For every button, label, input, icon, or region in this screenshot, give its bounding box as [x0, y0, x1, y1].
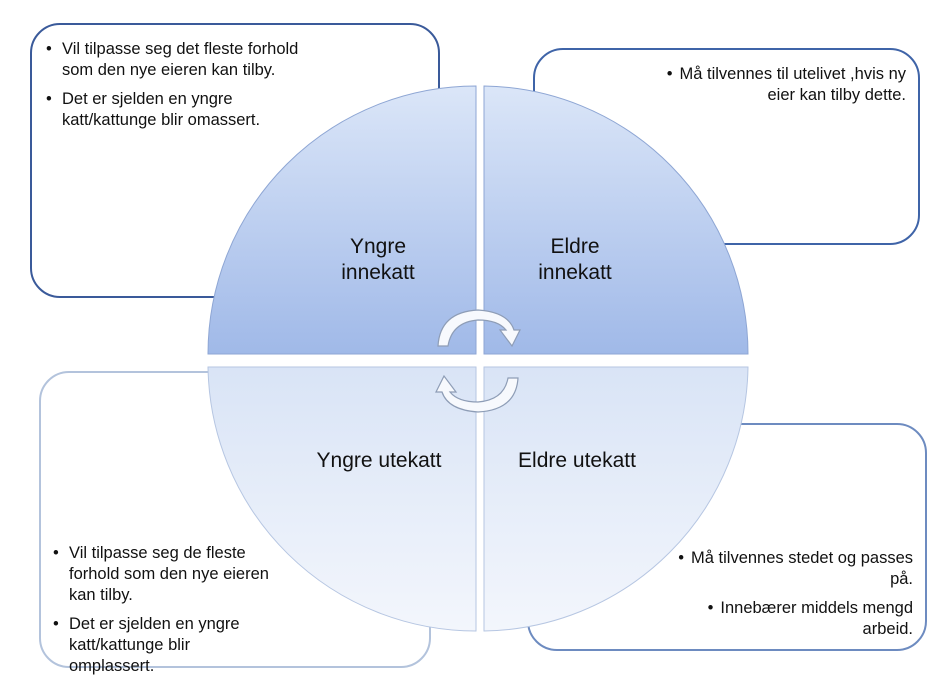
bullet-list-bottom-left: Vil tilpasse seg de fleste forhold som d…	[53, 543, 278, 685]
bullet-item: Det er sjelden en yngre katt/kattunge bl…	[53, 614, 278, 677]
bullet-item: Det er sjelden en yngre katt/kattunge bl…	[46, 89, 316, 131]
quadrant-label-bottom-left: Yngre utekatt	[316, 449, 442, 472]
bullet-list-top-left: Vil tilpasse seg det fleste forhold som …	[46, 39, 316, 139]
bullet-list-top-right: Må tilvennes til utelivet ,hvis ny eier …	[641, 64, 906, 114]
circular-arrows-icon	[435, 309, 521, 413]
quadrant-label-bottom-right: Eldre utekatt	[518, 449, 636, 472]
bullet-list-bottom-right: Må tilvennes stedet og passes på. Innebæ…	[668, 548, 913, 648]
bullet-item: Må tilvennes til utelivet ,hvis ny eier …	[641, 64, 906, 106]
bullet-item: Vil tilpasse seg det fleste forhold som …	[46, 39, 316, 81]
bullet-item: Vil tilpasse seg de fleste forhold som d…	[53, 543, 278, 606]
quadrant-segment-top-right	[483, 85, 749, 355]
quadrant-segment-bottom-right	[483, 366, 749, 632]
bullet-item: Innebærer middels mengd arbeid.	[668, 598, 913, 640]
quadrant-label-top-right: Eldre innekatt	[538, 235, 612, 284]
quadrant-segment-top-left	[207, 85, 477, 355]
bullet-item: Må tilvennes stedet og passes på.	[668, 548, 913, 590]
quadrant-label-top-left: Yngre innekatt	[341, 235, 415, 284]
quadrant-segment-bottom-left	[207, 366, 477, 632]
